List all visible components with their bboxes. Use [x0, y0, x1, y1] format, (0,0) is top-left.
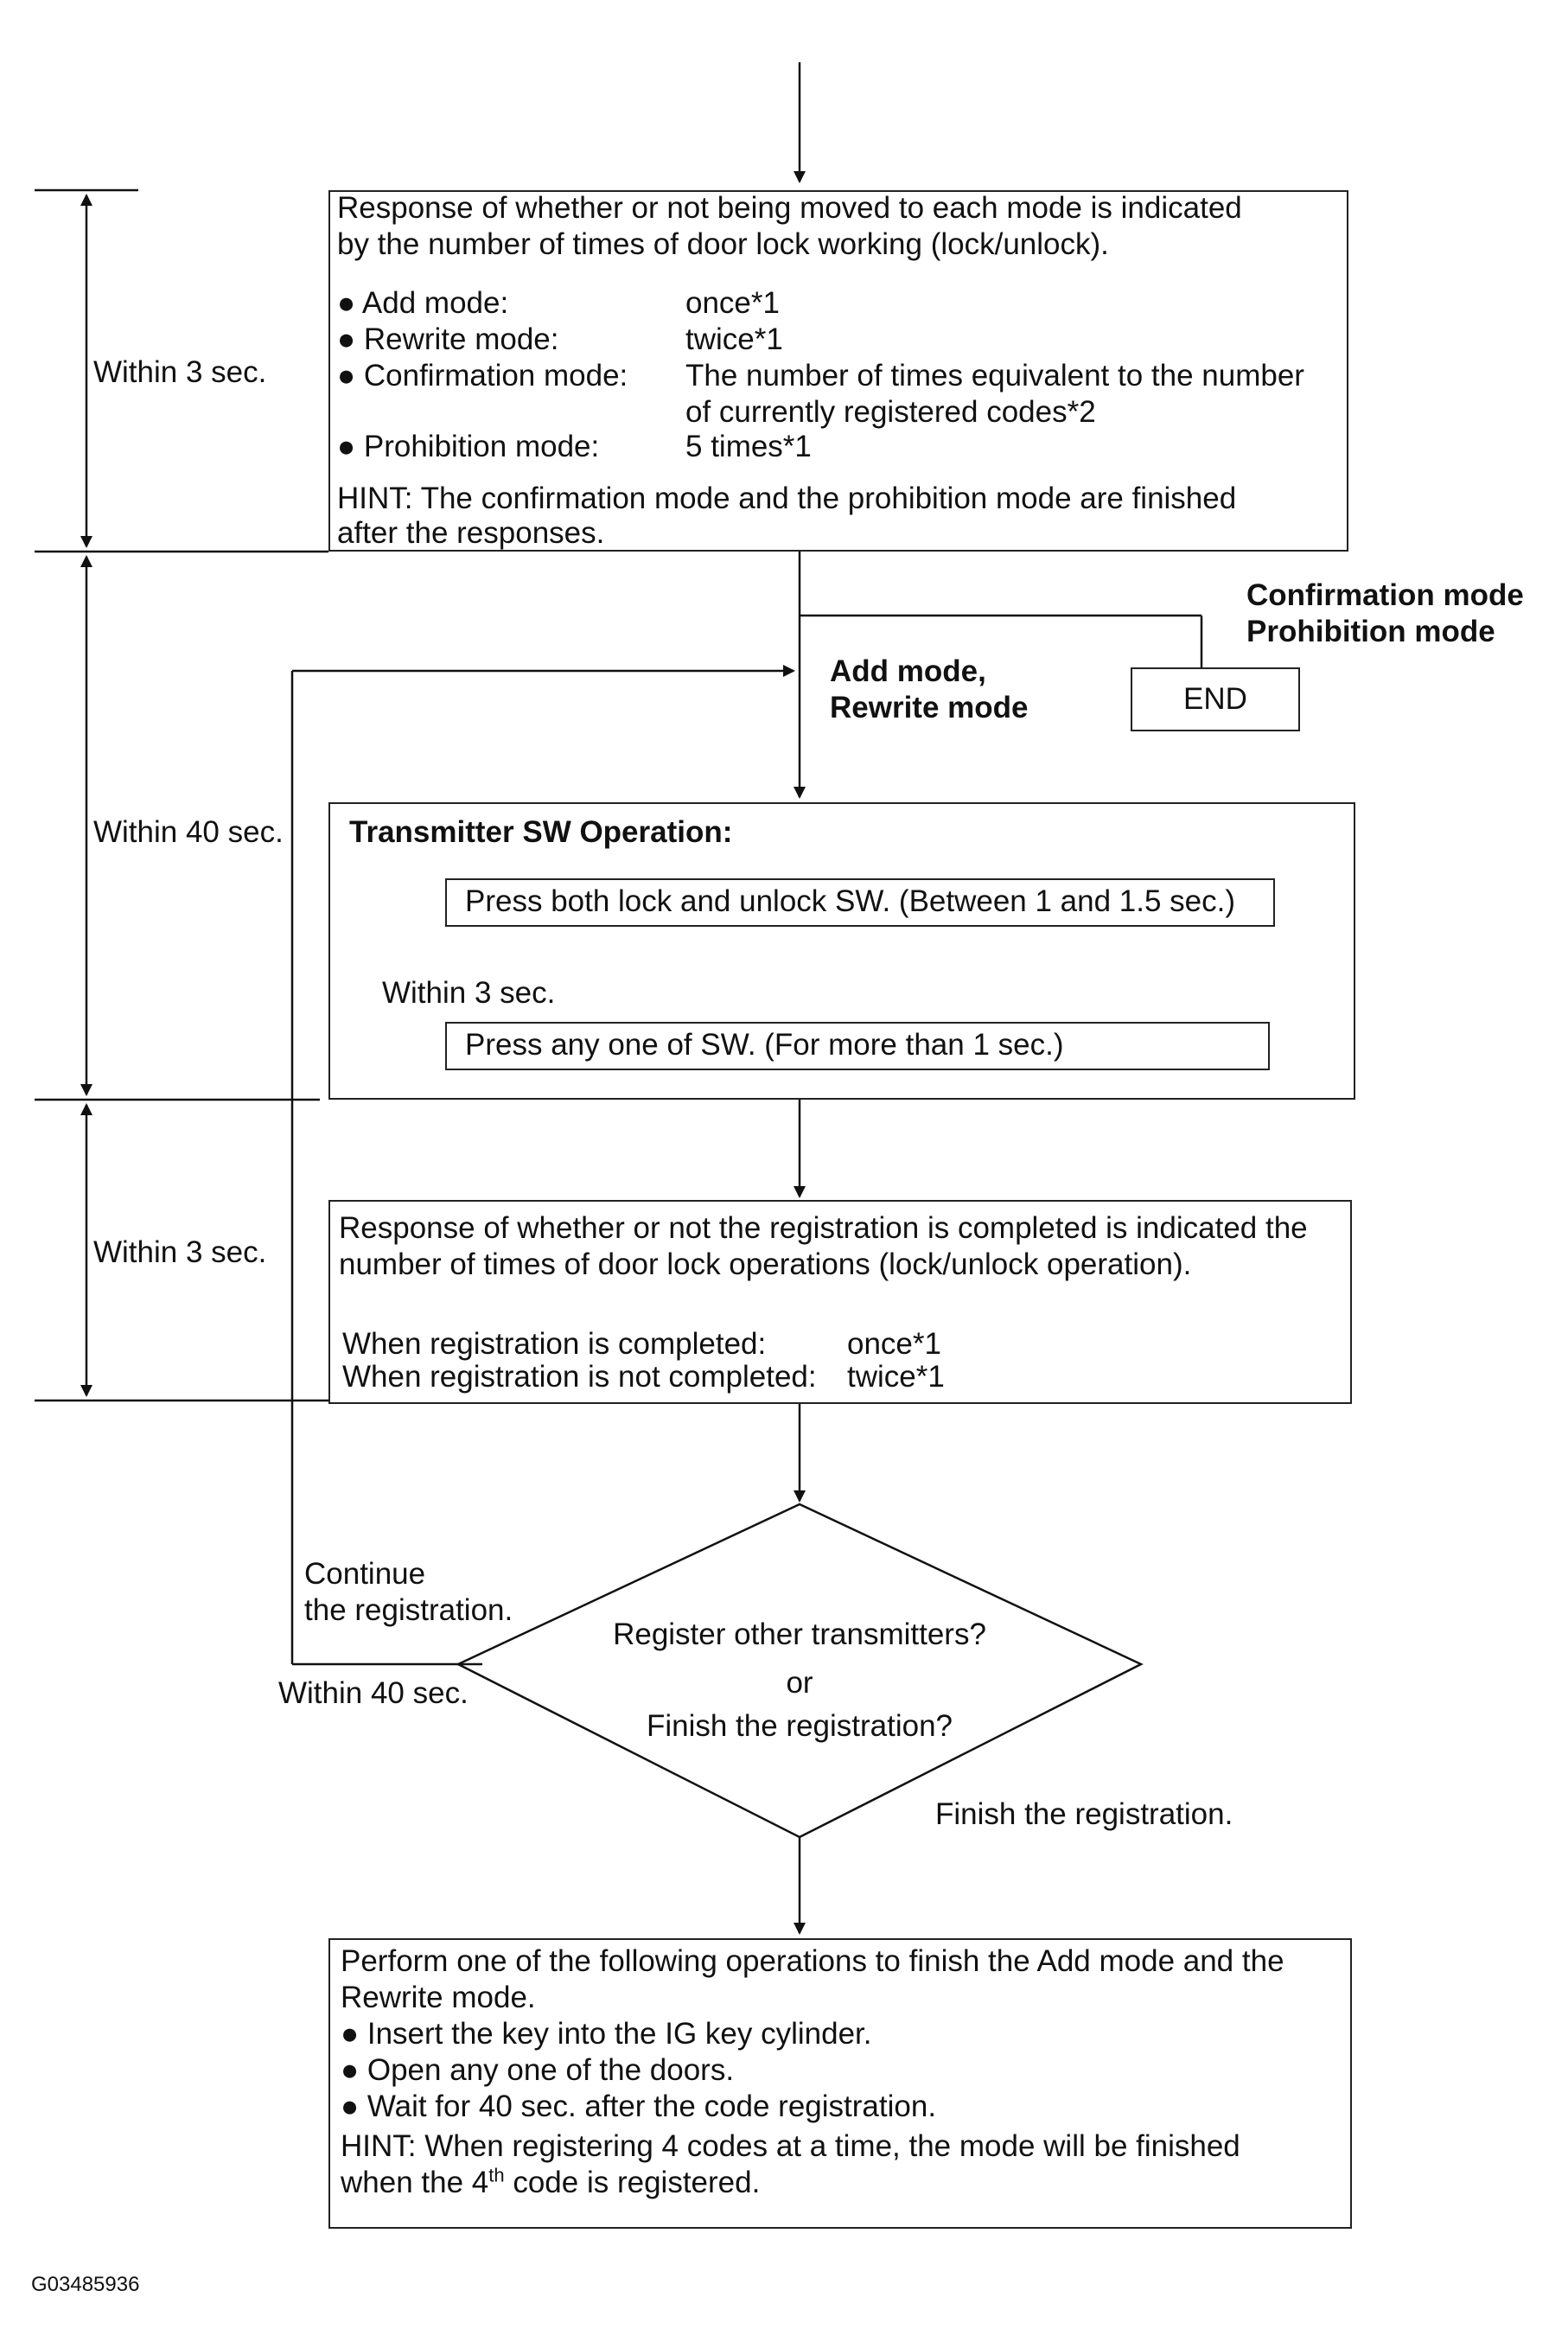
box1-line1: Response of whether or not being moved t… — [337, 191, 1242, 225]
box4-hint2-pre: when the 4 — [341, 2166, 489, 2199]
loop-timing-label: Within 40 sec. — [278, 1676, 468, 1710]
end-box — [1131, 667, 1300, 731]
branch-down-label1: Add mode, — [830, 654, 986, 688]
timing-label-third: Within 3 sec. — [93, 1235, 267, 1269]
continue-label2: the registration. — [304, 1593, 513, 1627]
box4-hint2-sup: th — [488, 2164, 505, 2186]
timing-label-first: Within 3 sec. — [93, 355, 267, 389]
finish-operations-box — [328, 1938, 1352, 2229]
not-completed-label: When registration is not completed: — [342, 1360, 817, 1394]
box4-hint2: when the 4th code is registered. — [341, 2165, 760, 2201]
box4-bullet3: ● Wait for 40 sec. after the code regist… — [341, 2090, 937, 2123]
box4-hint1: HINT: When registering 4 codes at a time… — [341, 2129, 1240, 2163]
completed-label: When registration is completed: — [342, 1327, 767, 1361]
box1-hint2: after the responses. — [337, 516, 605, 550]
decision-line2: or — [786, 1666, 813, 1700]
box3-line1: Response of whether or not the registrat… — [339, 1211, 1308, 1245]
decision-line1: Register other transmitters? — [613, 1618, 986, 1651]
prohibition-mode-value: 5 times*1 — [685, 430, 812, 463]
step1-box — [445, 878, 1275, 927]
completed-value: once*1 — [847, 1327, 941, 1361]
mode-response-box — [328, 190, 1348, 552]
branch-right-label1: Confirmation mode — [1246, 578, 1524, 612]
step2-box — [445, 1022, 1270, 1070]
rewrite-mode-label: ● Rewrite mode: — [337, 322, 559, 356]
box4-line2: Rewrite mode. — [341, 1981, 536, 2014]
step2-text: Press any one of SW. (For more than 1 se… — [465, 1028, 1064, 1062]
finish-label: Finish the registration. — [935, 1797, 1233, 1831]
confirmation-mode-label: ● Confirmation mode: — [337, 359, 628, 392]
confirmation-mode-value: The number of times equivalent to the nu… — [685, 359, 1304, 392]
prohibition-mode-label: ● Prohibition mode: — [337, 430, 600, 463]
box3-line2: number of times of door lock operations … — [339, 1247, 1192, 1281]
inner-timing-label: Within 3 sec. — [382, 976, 556, 1010]
not-completed-value: twice*1 — [847, 1360, 945, 1394]
box4-bullet2: ● Open any one of the doors. — [341, 2053, 735, 2087]
box1-hint1: HINT: The confirmation mode and the proh… — [337, 482, 1237, 515]
add-mode-value: once*1 — [685, 286, 780, 320]
continue-label1: Continue — [304, 1557, 426, 1591]
confirmation-mode-value-cont: of currently registered codes*2 — [685, 395, 1096, 429]
figure-id: G03485936 — [31, 2273, 140, 2296]
step1-text: Press both lock and unlock SW. (Between … — [465, 884, 1236, 918]
box4-bullet1: ● Insert the key into the IG key cylinde… — [341, 2017, 872, 2051]
transmitter-sw-title: Transmitter SW Operation: — [349, 815, 733, 849]
end-label: END — [1183, 682, 1247, 716]
branch-down-label2: Rewrite mode — [830, 691, 1029, 724]
add-mode-label: ● Add mode: — [337, 286, 509, 320]
box4-hint2-post: code is registered. — [504, 2166, 761, 2199]
box1-line2: by the number of times of door lock work… — [337, 227, 1109, 261]
branch-right-label2: Prohibition mode — [1246, 615, 1495, 648]
registration-response-box — [328, 1200, 1352, 1404]
box4-line1: Perform one of the following operations … — [341, 1944, 1284, 1978]
rewrite-mode-value: twice*1 — [685, 322, 783, 356]
timing-label-second: Within 40 sec. — [93, 815, 284, 849]
decision-line3: Finish the registration? — [646, 1709, 953, 1743]
